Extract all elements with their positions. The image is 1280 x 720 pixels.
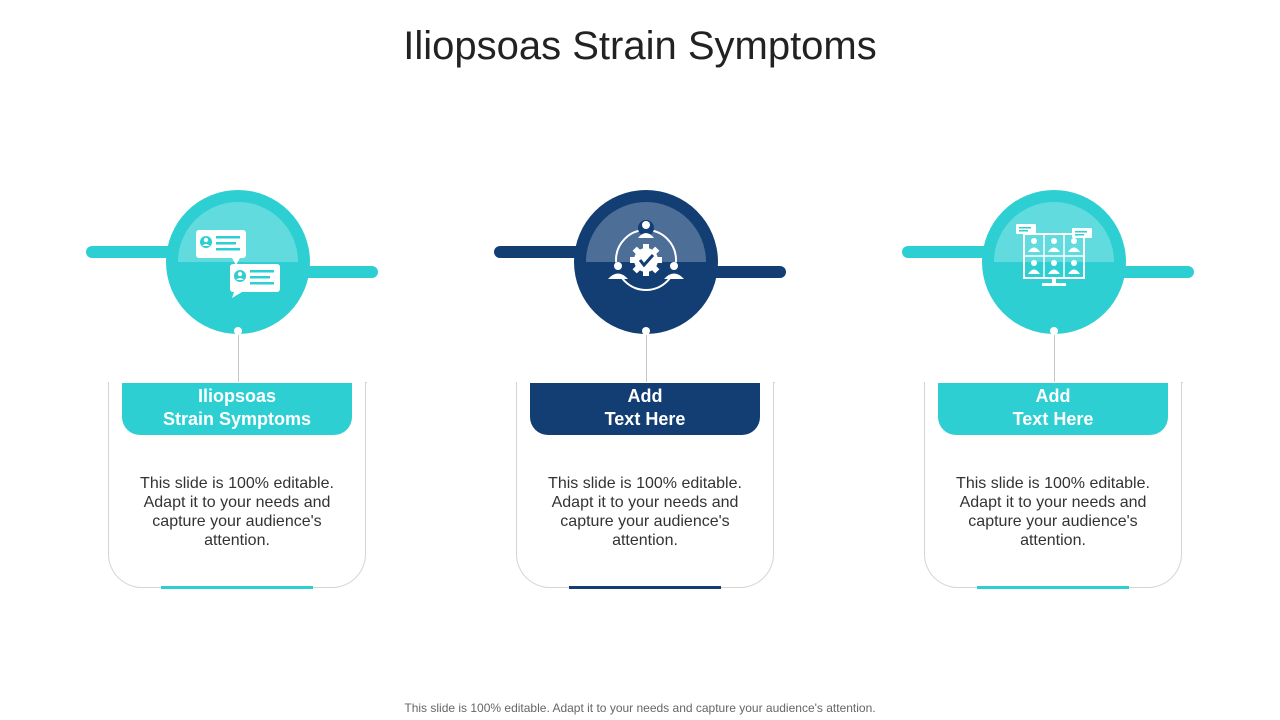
icon-circle	[166, 190, 310, 334]
card-body-text: This slide is 100% editable. Adapt it to…	[548, 475, 742, 549]
decor-bar-right	[698, 266, 786, 278]
chat-messages-icon	[196, 230, 280, 298]
card-body-text: This slide is 100% editable. Adapt it to…	[956, 475, 1150, 549]
connector-dot	[642, 327, 650, 335]
slide-title: Iliopsoas Strain Symptoms	[403, 24, 877, 68]
card-body-text: This slide is 100% editable. Adapt it to…	[140, 475, 334, 549]
video-conference-icon	[1016, 224, 1092, 286]
card-heading: Add Text Here	[530, 383, 760, 435]
card-accent-line	[977, 586, 1129, 589]
footer-note: This slide is 100% editable. Adapt it to…	[404, 701, 876, 715]
icon-circle	[574, 190, 718, 334]
team-gear-check-icon	[608, 220, 684, 291]
card-heading: Iliopsoas Strain Symptoms	[122, 383, 352, 435]
decor-bar-left	[902, 246, 1002, 258]
decor-bar-right	[1106, 266, 1194, 278]
connector-line	[646, 335, 647, 383]
card-heading: Add Text Here	[938, 383, 1168, 435]
decor-bar-left	[494, 246, 594, 258]
connector-dot	[234, 327, 242, 335]
connector-dot	[1050, 327, 1058, 335]
connector-line	[1054, 335, 1055, 383]
icon-circle	[982, 190, 1126, 334]
card-accent-line	[569, 586, 721, 589]
card-accent-line	[161, 586, 313, 589]
connector-line	[238, 335, 239, 383]
decor-bar-right	[290, 266, 378, 278]
decor-bar-left	[86, 246, 186, 258]
